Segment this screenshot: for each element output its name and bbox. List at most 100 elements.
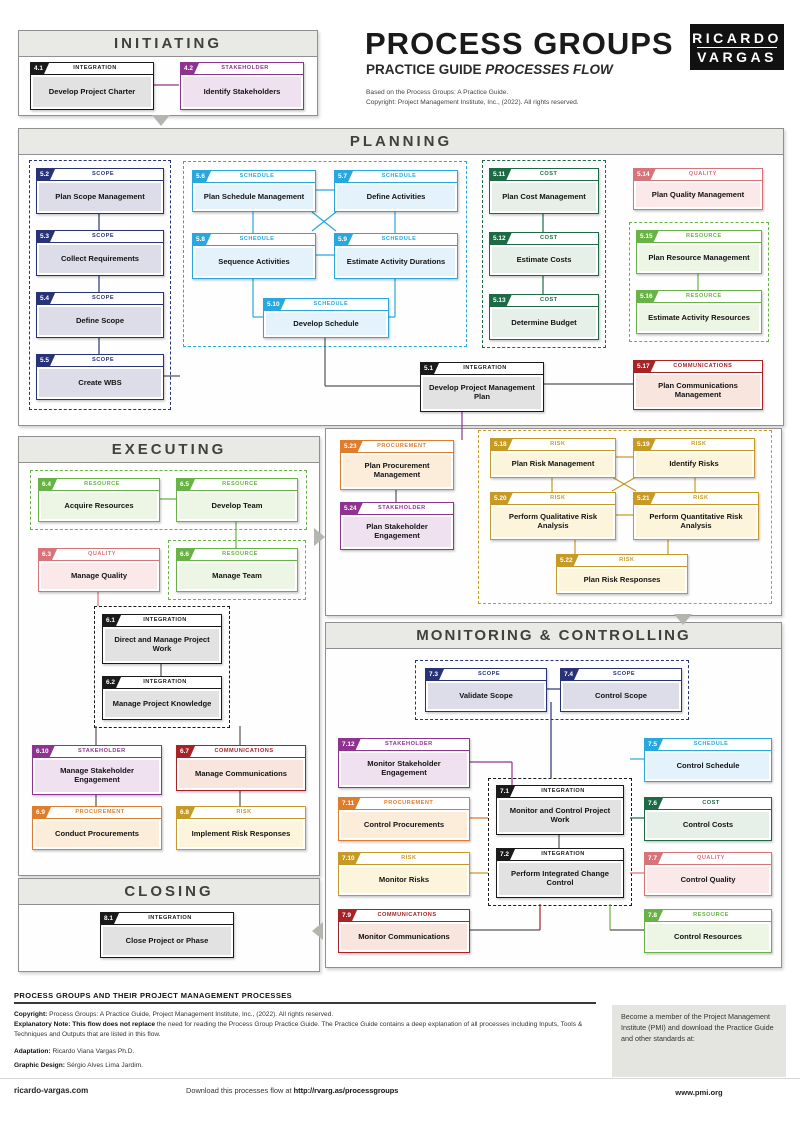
footer-design-text: Sérgio Alves Lima Jardim. <box>64 1062 143 1069</box>
flow-arrow-monitoring-to-closing <box>312 922 323 940</box>
process-category-label: COMMUNICATIONS <box>673 363 733 369</box>
process-category-label: SCOPE <box>91 295 115 301</box>
process-category-label: STAKEHOLDER <box>77 748 126 754</box>
process-title: Monitor and Control Project Work <box>499 800 621 832</box>
process-category-label: RESOURCE <box>693 912 729 918</box>
section-closing-title: CLOSING <box>19 879 319 905</box>
process-number-badge: 7.1 <box>497 786 515 797</box>
process-header: 5.19 RISK <box>634 439 754 451</box>
process-title: Estimate Activity Resources <box>639 305 759 331</box>
process-category-label: QUALITY <box>688 171 717 177</box>
process-number-badge: 6.6 <box>177 549 195 560</box>
process-number-badge: 5.2 <box>37 169 55 180</box>
process-number-badge: 8.1 <box>101 913 119 924</box>
process-title: Collect Requirements <box>39 245 161 273</box>
ricardo-vargas-logo: RICARDO VARGAS <box>690 24 784 70</box>
process-title: Direct and Manage Project Work <box>105 629 219 661</box>
footer-design-label: Graphic Design: <box>14 1062 65 1069</box>
process-category-label: SCOPE <box>91 171 115 177</box>
source-line-1: Based on the Process Groups: A Practice … <box>366 89 509 96</box>
process-category-label: SCOPE <box>91 357 115 363</box>
process-category-label: PROCUREMENT <box>383 800 434 806</box>
process-number-badge: 4.1 <box>31 63 49 74</box>
process-number-badge: 5.4 <box>37 293 55 304</box>
process-number-badge: 5.13 <box>490 295 512 306</box>
section-monitoring-title: MONITORING & CONTROLLING <box>326 623 781 649</box>
process-category-label: STAKEHOLDER <box>384 741 433 747</box>
process-title: Plan Risk Management <box>493 453 613 475</box>
process-category-label: SCHEDULE <box>239 173 275 179</box>
process-category-label: RESOURCE <box>84 481 120 487</box>
process-number-badge: 6.10 <box>33 746 55 757</box>
footer-title-rule <box>14 1002 596 1004</box>
download-url-link[interactable]: http://rvarg.as/processgroups <box>293 1086 399 1095</box>
process-number-badge: 5.7 <box>335 171 353 182</box>
flow-arrow-initiating-to-planning <box>152 115 170 126</box>
process-header: 5.14 QUALITY <box>634 169 762 181</box>
footer-copyright-label: Copyright: <box>14 1011 48 1018</box>
cluster-planning-cost <box>482 160 606 348</box>
process-number-badge: 7.9 <box>339 910 357 921</box>
process-category-label: RISK <box>691 441 707 447</box>
process-category-label: SCHEDULE <box>693 741 729 747</box>
process-title: Control Procurements <box>341 812 467 838</box>
process-number-badge: 7.4 <box>561 669 579 680</box>
footer-download-line: Download this processes flow at http://r… <box>186 1086 398 1095</box>
process-number-badge: 5.19 <box>634 439 656 450</box>
process-number-badge: 7.3 <box>426 669 444 680</box>
process-title: Perform Qualitative Risk Analysis <box>493 507 613 537</box>
process-number-badge: 5.8 <box>193 234 211 245</box>
process-box-6.10: 6.10 STAKEHOLDER Manage Stakeholder Engage… <box>32 745 162 795</box>
footer-note-label: Explanatory Note: <box>14 1021 71 1029</box>
footer-note-bold: This flow does not replace <box>70 1021 156 1029</box>
cluster-planning-resource <box>629 222 769 342</box>
process-title: Manage Stakeholder Engagement <box>35 760 159 792</box>
process-box-5.2: 5.2 SCOPE Plan Scope Management <box>36 168 164 214</box>
process-category-label: INTEGRATION <box>143 679 187 685</box>
process-title: Control Quality <box>647 867 769 893</box>
process-category-label: RISK <box>550 441 566 447</box>
footer-graphic-design: Graphic Design: Sérgio Alves Lima Jardim… <box>14 1062 143 1069</box>
process-category-label: QUALITY <box>87 551 117 557</box>
process-number-badge: 6.7 <box>177 746 195 757</box>
source-note: Based on the Process Groups: A Practice … <box>366 88 579 108</box>
process-number-badge: 5.14 <box>634 169 656 180</box>
page-subtitle: PRACTICE GUIDE PROCESSES FLOW <box>366 62 613 77</box>
logo-line-1: RICARDO <box>692 29 782 46</box>
pmi-url-link[interactable]: www.pmi.org <box>675 1088 723 1097</box>
process-title: Plan Scope Management <box>39 183 161 211</box>
process-category-label: SCHEDULE <box>313 301 349 307</box>
footer-note-text: the need for reading the Process Group P… <box>14 1021 583 1039</box>
process-number-badge: 5.16 <box>637 291 659 302</box>
process-title: Sequence Activities <box>195 248 313 276</box>
ricardo-vargas-site-link[interactable]: ricardo-vargas.com <box>14 1086 89 1095</box>
